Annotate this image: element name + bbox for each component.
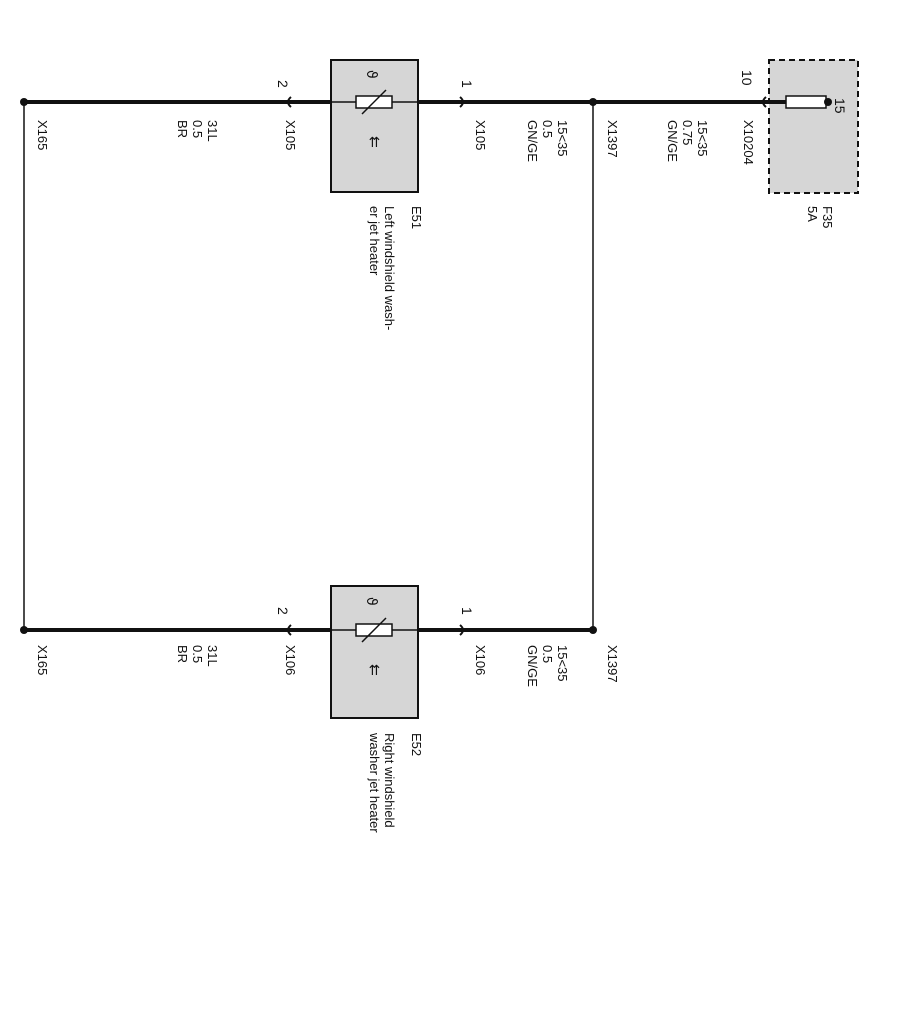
e51-wire-in-signal: 15<35 [555,120,570,157]
fuse-terminal-dot [824,98,832,106]
fuse-wire-size: 0.75 [680,120,695,145]
splice-top-label: X1397 [605,120,620,158]
e51-wire-out-size: 0.5 [190,120,205,138]
e52-heat-icon: ⇇ [366,664,382,676]
heater-e51: ϑ ⇇ 1 2 X105 15<35 0.5 GN/GE X105 31L 0.… [24,59,593,330]
fuse-connector-symbol [762,96,767,108]
fuse-terminal-label: 15 [832,98,848,114]
e51-desc-line2: er jet heater [367,206,382,276]
fuse-wire-color: GN/GE [665,120,680,162]
e52-wire-out-size: 0.5 [190,645,205,663]
e51-wire-out-signal: 31L [205,120,220,142]
e52-wire-out-signal: 31L [205,645,220,667]
heater-e52: ϑ ⇇ 1 2 X106 15<35 0.5 GN/GE X106 31L 0.… [24,585,593,833]
e52-resistor-arrow [361,617,387,643]
fuse-rating: 5A [805,206,820,222]
fuse-box [768,59,859,194]
e51-conn-out: X105 [283,120,298,150]
e51-box [330,59,419,193]
ground-bottom-label: X165 [35,645,50,675]
splice-bottom-label: X1397 [605,645,620,683]
e51-heat-icon: ⇇ [366,136,382,148]
e52-wire-in-size: 0.5 [540,645,555,663]
e51-theta-icon: ϑ [363,70,379,79]
e51-wire-out-color: BR [175,120,190,138]
e51-connector-out-symbol [287,96,292,108]
e51-desc-line1: Left windshield wash- [382,206,397,330]
e51-resistor-arrow [361,89,387,115]
e51-pin2: 2 [275,80,291,88]
e52-wire-out-color: BR [175,645,190,663]
e52-theta-icon: ϑ [363,597,379,606]
e52-desc-line2: washer jet heater [367,732,382,833]
e52-wire-in-signal: 15<35 [555,645,570,682]
e52-conn-out: X106 [283,645,298,675]
e51-connector-in-symbol [459,96,464,108]
e52-id: E52 [409,733,424,756]
fuse-wire-signal: 15<35 [695,120,710,157]
fuse-id: F35 [820,206,835,228]
fuse-connector-id: X10204 [741,120,756,165]
e52-box [330,585,419,719]
e52-wire-in-color: GN/GE [525,645,540,687]
e51-id: E51 [409,206,424,229]
e52-pin1: 1 [459,607,475,615]
e52-connector-in-symbol [459,624,464,636]
e51-conn-in: X105 [473,120,488,150]
e52-conn-in: X106 [473,645,488,675]
e51-wire-in-size: 0.5 [540,120,555,138]
fuse-connector-pin: 10 [739,70,755,86]
e52-pin2: 2 [275,607,291,615]
fuse-element [785,95,827,109]
e51-pin1: 1 [459,80,475,88]
e52-connector-out-symbol [287,624,292,636]
e52-desc-line1: Right windshield [382,733,397,828]
ground-top-label: X165 [35,120,50,150]
e51-wire-in-color: GN/GE [525,120,540,162]
